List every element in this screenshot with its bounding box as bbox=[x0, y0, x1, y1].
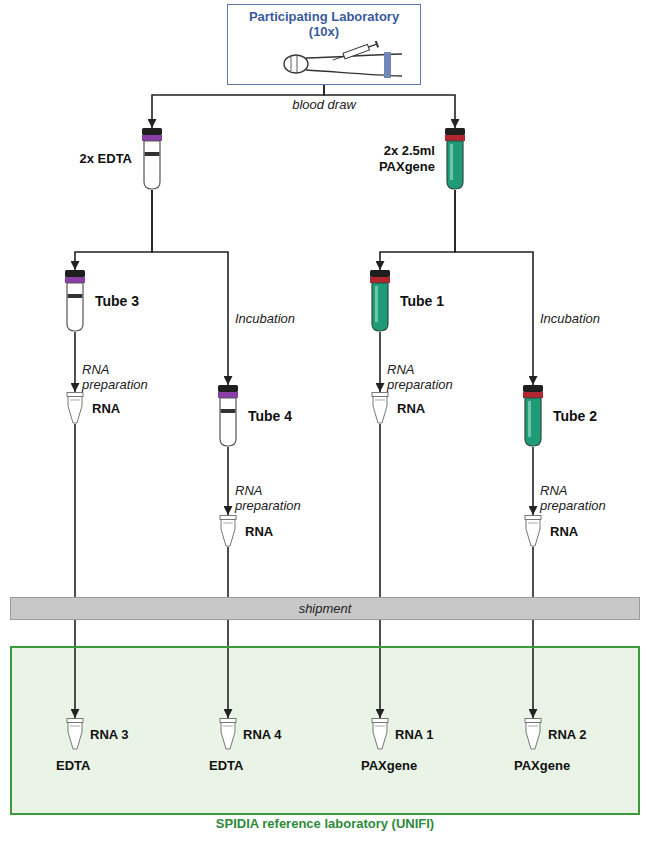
paxgene-tube-icon bbox=[521, 385, 545, 447]
tube-label: 2x EDTA bbox=[80, 151, 133, 167]
tube-label: 2x 2.5ml PAXgene bbox=[365, 143, 435, 175]
step-label: Incubation bbox=[235, 311, 295, 326]
flow-arrow bbox=[455, 190, 533, 385]
paxgene-tube: 2x 2.5ml PAXgene bbox=[365, 128, 467, 190]
flow-arrow bbox=[227, 547, 229, 718]
tube-label: Tube 1 bbox=[400, 293, 444, 309]
paxgene-tube: Tube 2 bbox=[521, 385, 597, 447]
rna-vial-icon bbox=[524, 515, 542, 547]
region-fill bbox=[10, 646, 640, 815]
paxgene-tube: Tube 1 bbox=[368, 270, 444, 332]
rna-row: RNA 2 bbox=[524, 718, 587, 750]
flow-arrow bbox=[227, 447, 229, 515]
flow-arrow bbox=[380, 190, 455, 270]
laboratory-box: Participating Laboratory (10x) bbox=[227, 4, 421, 85]
rna-label: RNA bbox=[92, 401, 120, 416]
rna-vial-icon bbox=[66, 392, 84, 424]
tube-label-group: Tube 4 bbox=[248, 408, 292, 424]
step-label: Incubation bbox=[540, 311, 600, 326]
flow-arrow bbox=[74, 424, 76, 718]
edta-tube-icon bbox=[63, 270, 87, 332]
rna-label: RNA 4 bbox=[243, 727, 282, 742]
rna-vial-icon bbox=[371, 718, 389, 750]
edta-tube: Tube 4 bbox=[216, 385, 292, 447]
reference-lab-region: SPIDIA reference laboratory (UNIFI)RNA 3… bbox=[10, 646, 640, 815]
rna-vial-icon bbox=[371, 392, 389, 424]
tube-type-label: EDTA bbox=[209, 758, 282, 773]
flow-arrow bbox=[152, 190, 228, 385]
rna-vial: RNA bbox=[219, 515, 273, 547]
rna-label: RNA 1 bbox=[395, 727, 434, 742]
step-label: RNA preparation bbox=[82, 362, 164, 392]
rna-vial-icon bbox=[219, 718, 237, 750]
tube-type-label: EDTA bbox=[56, 758, 129, 773]
rna-label: RNA 3 bbox=[90, 727, 129, 742]
rna-vial-icon bbox=[524, 718, 542, 750]
paxgene-tube-icon bbox=[368, 270, 392, 332]
rna-vial: RNA bbox=[371, 392, 425, 424]
flow-arrow bbox=[75, 190, 152, 270]
rna-vial: RNA bbox=[524, 515, 578, 547]
flow-arrow bbox=[532, 547, 534, 718]
flow-arrow bbox=[532, 447, 534, 515]
shipment-bar: shipment bbox=[10, 597, 640, 620]
edta-tube-icon bbox=[140, 128, 164, 190]
step-label: RNA preparation bbox=[235, 483, 317, 513]
blood-draw-illustration bbox=[244, 41, 404, 81]
tube-label: Tube 4 bbox=[248, 408, 292, 424]
tube-label-group: Tube 3 bbox=[95, 293, 139, 309]
rna-row: RNA 1 bbox=[371, 718, 434, 750]
laboratory-title: Participating Laboratory (10x) bbox=[234, 9, 414, 39]
tube-label-group: Tube 2 bbox=[553, 408, 597, 424]
flow-arrow bbox=[379, 424, 381, 718]
rna-label: RNA bbox=[245, 524, 273, 539]
edta-tube: Tube 3 bbox=[63, 270, 139, 332]
tube-label-group: Tube 1 bbox=[400, 293, 444, 309]
edta-tube: 2x EDTA bbox=[80, 128, 165, 190]
rna-row: RNA 4 bbox=[219, 718, 282, 750]
tube-label: Tube 3 bbox=[95, 293, 139, 309]
rna-vial: RNA 2PAXgene bbox=[524, 718, 587, 773]
rna-vial: RNA bbox=[66, 392, 120, 424]
tube-label-group: 2x 2.5ml PAXgene bbox=[365, 143, 435, 175]
step-label: RNA preparation bbox=[540, 483, 622, 513]
rna-vial-icon bbox=[219, 515, 237, 547]
rna-vial-icon bbox=[66, 718, 84, 750]
flow-label: blood draw bbox=[289, 97, 359, 112]
tube-type-label: PAXgene bbox=[514, 758, 587, 773]
tube-label-group: 2x EDTA bbox=[80, 151, 133, 167]
rna-vial: RNA 3EDTA bbox=[66, 718, 129, 773]
rna-vial: RNA 1PAXgene bbox=[371, 718, 434, 773]
flow-arrow bbox=[74, 332, 76, 392]
rna-label: RNA bbox=[397, 401, 425, 416]
rna-label: RNA 2 bbox=[548, 727, 587, 742]
rna-vial: RNA 4EDTA bbox=[219, 718, 282, 773]
region-title: SPIDIA reference laboratory (UNIFI) bbox=[12, 816, 638, 831]
rna-label: RNA bbox=[550, 524, 578, 539]
tube-label: Tube 2 bbox=[553, 408, 597, 424]
rna-row: RNA 3 bbox=[66, 718, 129, 750]
tube-type-label: PAXgene bbox=[361, 758, 434, 773]
edta-tube-icon bbox=[216, 385, 240, 447]
paxgene-tube-icon bbox=[443, 128, 467, 190]
shipment-label: shipment bbox=[299, 601, 352, 616]
flow-arrow bbox=[379, 332, 381, 392]
step-label: RNA preparation bbox=[387, 362, 469, 392]
